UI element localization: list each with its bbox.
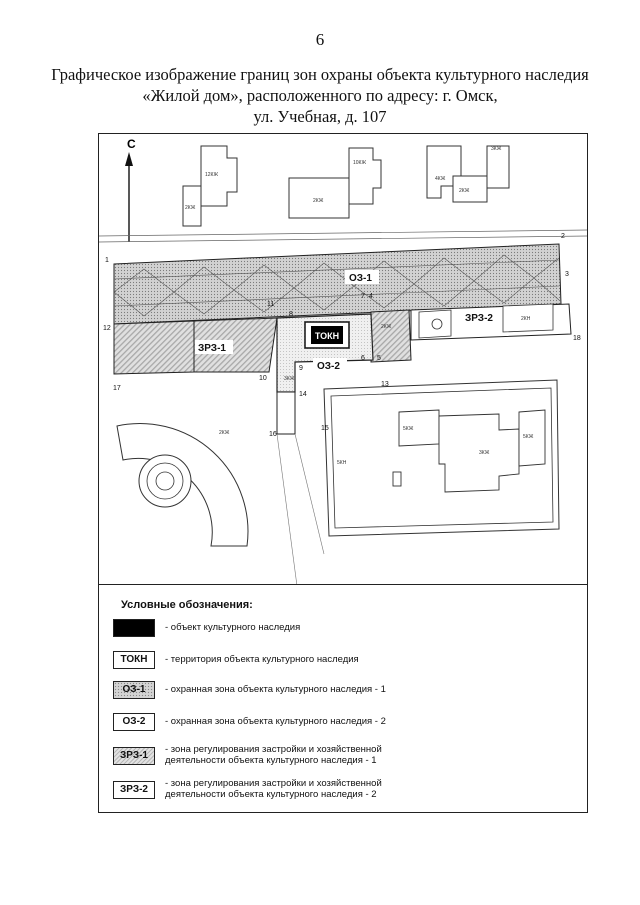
legend-text: - объект культурного наследия xyxy=(165,622,301,633)
point-6: 6 xyxy=(361,355,365,362)
point-16: 16 xyxy=(269,431,277,438)
point-9: 9 xyxy=(299,365,303,372)
boulevard-pattern xyxy=(113,254,560,317)
building-label: 2КЖ xyxy=(185,205,196,211)
title-line-1: Графическое изображение границ зон охран… xyxy=(51,65,589,84)
legend: Условные обозначения: - объект культурно… xyxy=(98,585,588,813)
point-1: 1 xyxy=(105,257,109,264)
legend-text-line: деятельности объекта культурного наследи… xyxy=(165,755,377,766)
building-5kzh-east xyxy=(518,409,546,467)
building-12kzh xyxy=(200,145,238,207)
label-zrz1: ЗРЗ-1 xyxy=(198,343,226,354)
legend-text: - зона регулирования застройки и хозяйст… xyxy=(165,744,382,766)
legend-symbol-zrz1: ЗРЗ-1 xyxy=(113,747,155,765)
building-label: 3КЖ xyxy=(479,450,490,456)
legend-text: - охранная зона объекта культурного насл… xyxy=(165,684,386,695)
building-label: 2КЖ xyxy=(313,198,324,204)
point-10: 10 xyxy=(259,375,267,382)
legend-symbol-black xyxy=(113,619,155,637)
building-label: 3КЖ xyxy=(491,146,502,152)
well-icon xyxy=(431,318,443,330)
building-label: 2КН xyxy=(521,316,531,322)
label-oz2: ОЗ-2 xyxy=(317,361,340,372)
zone-map: С 12КЖ 2КЖ 10КЖ 2КЖ 4КЖ 3КЖ 2КЖ xyxy=(99,137,587,584)
building-label: 2КЖ xyxy=(219,430,230,436)
building-2kzh-left xyxy=(182,185,202,227)
garage xyxy=(392,471,402,487)
label-oz1: ОЗ-1 xyxy=(349,273,372,284)
map-frame: С 12КЖ 2КЖ 10КЖ 2КЖ 4КЖ 3КЖ 2КЖ xyxy=(98,133,588,585)
building-label: 4КЖ xyxy=(435,176,446,182)
point-13: 13 xyxy=(381,381,389,388)
legend-symbol-oz2: ОЗ-2 xyxy=(113,713,155,731)
point-18: 18 xyxy=(573,335,581,342)
north-buildings xyxy=(182,145,510,227)
point-2: 2 xyxy=(561,233,565,240)
legend-symbol-tokn: ТОКН xyxy=(113,651,155,669)
point-11: 11 xyxy=(267,301,274,308)
building-2kn xyxy=(502,303,554,333)
passage xyxy=(276,391,296,435)
page-number: 6 xyxy=(315,30,325,49)
building-label: 2КЖ xyxy=(381,324,392,330)
building-label: 5КН xyxy=(337,460,347,466)
building-2kzh-mid xyxy=(288,177,350,219)
point-7: 7 xyxy=(361,293,365,300)
building-label: 10КЖ xyxy=(353,160,366,166)
tokn-label: ТОКН xyxy=(315,331,339,341)
building-2kzh-right xyxy=(452,175,488,203)
legend-text: - охранная зона объекта культурного насл… xyxy=(165,716,386,727)
point-14: 14 xyxy=(299,391,307,398)
point-17: 17 xyxy=(113,385,121,392)
building-3kzh xyxy=(486,145,510,189)
legend-text: - территория объекта культурного наследи… xyxy=(165,654,359,665)
north-arrow-icon xyxy=(125,152,133,166)
building-label: 12КЖ xyxy=(205,172,218,178)
legend-text-line: - зона регулирования застройки и хозяйст… xyxy=(165,778,382,789)
building-label: 2КЖ xyxy=(459,188,470,194)
label-zrz2: ЗРЗ-2 xyxy=(465,313,493,324)
legend-symbol-zrz2: ЗРЗ-2 xyxy=(113,781,155,799)
heritage-object xyxy=(311,326,343,344)
point-15: 15 xyxy=(321,425,329,432)
building-10kzh xyxy=(348,147,382,205)
point-8: 8 xyxy=(289,311,293,318)
legend-title: Условные обозначения: xyxy=(121,599,253,611)
title-line-3: ул. Учебная, д. 107 xyxy=(253,107,387,126)
building-label: 3КЖ xyxy=(284,376,295,382)
point-12: 12 xyxy=(103,325,111,332)
building-3kzh-south xyxy=(438,413,520,493)
point-3: 3 xyxy=(565,271,569,278)
zone-zrz1-area xyxy=(193,317,278,373)
building-label: 5КЖ xyxy=(523,434,534,440)
legend-text-line: деятельности объекта культурного наследи… xyxy=(165,789,377,800)
building-label: 5КЖ xyxy=(403,426,414,432)
legend-text: - зона регулирования застройки и хозяйст… xyxy=(165,778,382,800)
zone-zrz1-west xyxy=(113,320,195,375)
point-5: 5 xyxy=(377,355,381,362)
document-title: Графическое изображение границ зон охран… xyxy=(40,64,600,127)
legend-text-line: - зона регулирования застройки и хозяйст… xyxy=(165,744,382,755)
north-label: С xyxy=(127,137,136,151)
title-line-2: «Жилой дом», расположенного по адресу: г… xyxy=(142,86,498,105)
legend-symbol-oz1: ОЗ-1 xyxy=(113,681,155,699)
point-4: 4 xyxy=(369,293,373,300)
